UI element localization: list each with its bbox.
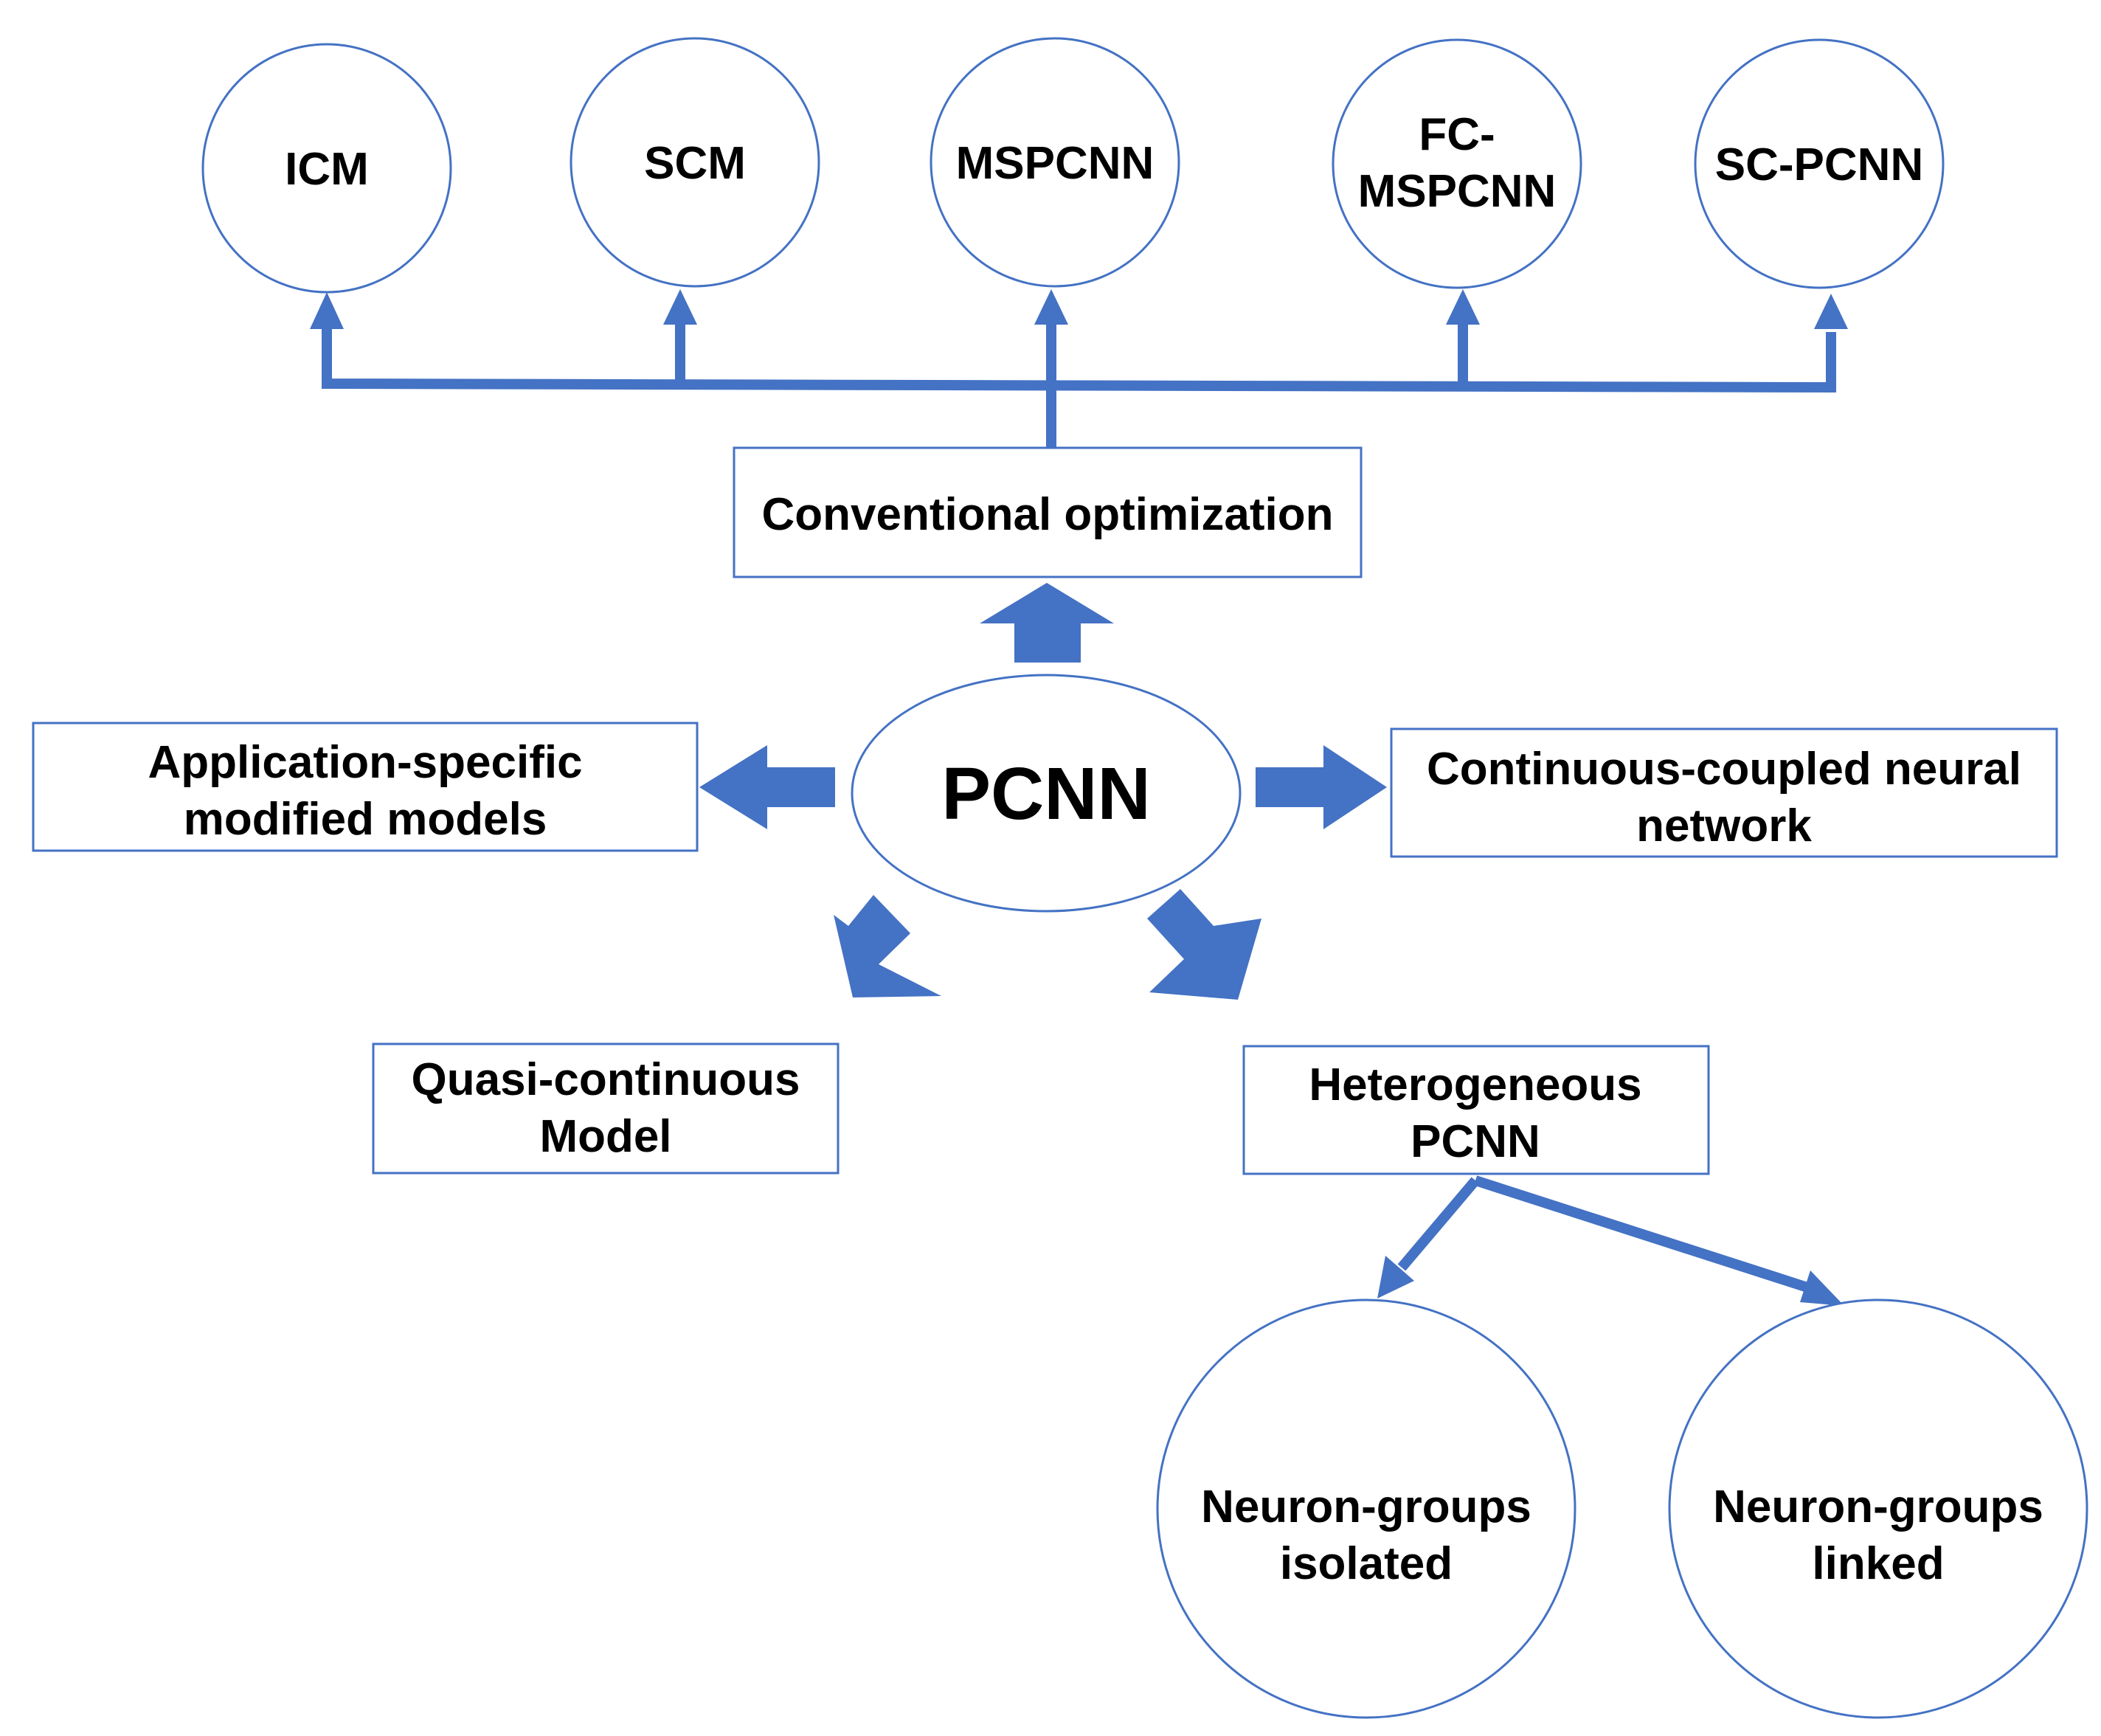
node-circle: [1668, 1298, 2088, 1719]
arrow-up: [980, 583, 1114, 663]
node-label-line-2: linked: [1812, 1538, 1944, 1589]
conventional-child-fc-mspcnn: FC- MSPCNN: [1332, 38, 1582, 289]
pcnn-center-node: PCNN: [851, 674, 1242, 913]
arrowhead-to-scm: [663, 289, 697, 325]
arrowhead-to-isolated: [1377, 1256, 1414, 1298]
block-arrows: [699, 583, 1387, 1000]
node-label-line-1: Neuron-groups: [1201, 1481, 1531, 1532]
node-label: MSPCNN: [956, 138, 1155, 189]
conventional-tree-connectors: [322, 317, 1836, 448]
arrowhead-to-mspcnn: [1034, 289, 1068, 325]
node-label-line-2: modified models: [184, 794, 547, 845]
node-label: PCNN: [941, 753, 1150, 835]
conventional-tree-arrowheads: [310, 289, 1848, 329]
bus-connector: [322, 317, 1836, 393]
node-box: [32, 722, 699, 852]
node-label-line-1: Quasi-continuous: [412, 1054, 800, 1105]
application-specific-node: Application-specific modified models: [32, 722, 699, 852]
node-label-line-2: isolated: [1280, 1538, 1453, 1589]
node-label: Conventional optimization: [762, 489, 1334, 540]
node-label: ICM: [285, 144, 369, 195]
node-label-line-1: Heterogeneous: [1309, 1059, 1641, 1110]
continuous-coupled-node: Continuous-coupled neural network: [1390, 727, 2058, 858]
heterogeneous-pcnn-node: Heterogeneous PCNN: [1242, 1045, 1710, 1175]
arrowhead-to-sc-pcnn: [1814, 294, 1848, 329]
node-circle: [1332, 38, 1582, 289]
node-label-line-2: Model: [539, 1111, 671, 1162]
conventional-child-mspcnn: MSPCNN: [930, 37, 1180, 288]
conventional-optimization-node: Conventional optimization: [733, 446, 1363, 578]
arrow-down-left: [834, 895, 941, 997]
node-ellipse: [851, 674, 1242, 913]
node-box: [1390, 727, 2058, 858]
quasi-continuous-node: Quasi-continuous Model: [372, 1042, 840, 1175]
conventional-child-scm: SCM: [570, 37, 820, 288]
conventional-child-sc-pcnn: SC-PCNN: [1694, 38, 1945, 289]
heterogeneous-connectors: [1377, 1175, 1844, 1306]
node-label-line-1: Continuous-coupled neural: [1427, 744, 2021, 795]
node-label-line-1: Application-specific: [148, 737, 582, 788]
node-circle: [201, 43, 452, 294]
arrow-left: [699, 745, 835, 829]
arrowhead-to-icm: [310, 292, 344, 329]
arrowhead-to-linked: [1800, 1270, 1844, 1306]
arrowhead-to-fc-mspcnn: [1446, 289, 1480, 325]
node-label-line-1: FC-: [1419, 109, 1495, 160]
node-circle: [930, 37, 1180, 288]
connector-to-isolated: [1397, 1177, 1480, 1271]
node-label-line-2: MSPCNN: [1358, 166, 1557, 217]
arrow-down-right: [1147, 889, 1261, 1000]
heterogeneous-child-linked: Neuron-groups linked: [1668, 1298, 2088, 1719]
node-box: [372, 1042, 840, 1175]
conventional-child-icm: ICM: [201, 43, 452, 294]
node-label-line-2: network: [1636, 800, 1812, 851]
node-circle: [570, 37, 820, 288]
arrow-right: [1256, 745, 1387, 829]
heterogeneous-child-isolated: Neuron-groups isolated: [1156, 1298, 1576, 1719]
connector-to-linked: [1473, 1175, 1810, 1293]
node-label-line-1: Neuron-groups: [1713, 1481, 2043, 1532]
node-box: [1242, 1045, 1710, 1175]
node-label: SCM: [644, 138, 746, 189]
node-label: SC-PCNN: [1715, 139, 1923, 190]
node-circle: [1694, 38, 1945, 289]
node-label-line-2: PCNN: [1411, 1116, 1540, 1167]
node-circle: [1156, 1298, 1576, 1719]
node-box: [733, 446, 1363, 578]
